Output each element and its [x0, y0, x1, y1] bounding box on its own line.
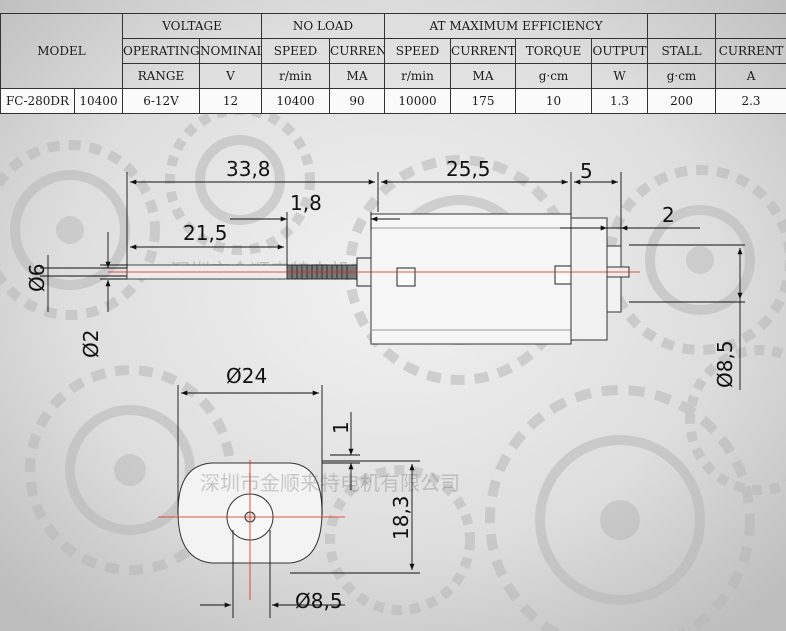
- no-load-header: NO LOAD: [261, 13, 386, 39]
- data-cell-model: FC-280DR: [0, 88, 75, 114]
- voltage-header: VOLTAGE: [122, 13, 263, 39]
- side-dimensions: [40, 172, 745, 390]
- unit-cell: W: [591, 63, 649, 89]
- dim-label: 1,8: [290, 191, 322, 215]
- data-cell: 12: [199, 88, 263, 114]
- data-cell: 10400: [73, 88, 124, 114]
- subheader-nominal: NOMINAL: [199, 38, 263, 64]
- subheader-current: CURRENT: [715, 38, 786, 64]
- dim-label: 18,3: [389, 495, 413, 540]
- unit-cell: MA: [450, 63, 517, 89]
- dim-label: 1: [329, 421, 353, 434]
- dim-label: 5: [580, 159, 593, 183]
- end-cap: [570, 217, 608, 341]
- subheader-speed: SPEED: [384, 38, 452, 64]
- body-slot: [554, 265, 574, 285]
- data-cell: 10400: [261, 88, 331, 114]
- unit-cell: A: [715, 63, 786, 89]
- dim-label: Ø2: [79, 330, 103, 358]
- front-dimensions: [177, 385, 420, 618]
- dim-label: Ø6: [25, 264, 49, 292]
- spec-table: MODEL VOLTAGE NO LOAD AT MAXIMUM EFFICIE…: [0, 13, 786, 114]
- body-slot: [396, 267, 416, 287]
- subheader-current: CURRENT: [450, 38, 517, 64]
- side-dim-labels: 33,8 25,5 5 1,8 2 21,5 Ø6 Ø2 Ø8,5: [25, 157, 737, 388]
- dim-label: Ø8,5: [295, 589, 343, 613]
- data-cell: 90: [329, 88, 386, 114]
- dim-label: 2: [662, 203, 675, 227]
- dim-label: Ø24: [226, 364, 267, 388]
- subheader-current: CURRENT: [329, 38, 386, 64]
- dim-label: Ø8,5: [713, 340, 737, 388]
- blank-header-current: [715, 13, 786, 39]
- dim-label: 21,5: [183, 221, 228, 245]
- unit-cell: V: [199, 63, 263, 89]
- max-efficiency-header: AT MAXIMUM EFFICIENCY: [384, 13, 649, 39]
- unit-cell: g·cm: [647, 63, 717, 89]
- watermark-front: 深圳市金顺来特电机有限公司: [200, 471, 460, 495]
- subheader-torque: TORQUE: [515, 38, 593, 64]
- end-boss: [606, 245, 622, 313]
- data-cell: 6-12V: [122, 88, 201, 114]
- data-cell: 2.3: [715, 88, 786, 114]
- data-cell: 200: [647, 88, 717, 114]
- data-cell: 175: [450, 88, 517, 114]
- dim-label: 33,8: [226, 157, 271, 181]
- data-cell: 1.3: [591, 88, 649, 114]
- dim-label: 25,5: [446, 157, 491, 181]
- subheader-stall: STALL: [647, 38, 717, 64]
- unit-cell: g·cm: [515, 63, 593, 89]
- data-cell: 10000: [384, 88, 452, 114]
- model-header: MODEL: [0, 13, 124, 89]
- subheader-speed: SPEED: [261, 38, 331, 64]
- front-dim-labels: Ø24 1 18,3 Ø8,5: [226, 364, 413, 613]
